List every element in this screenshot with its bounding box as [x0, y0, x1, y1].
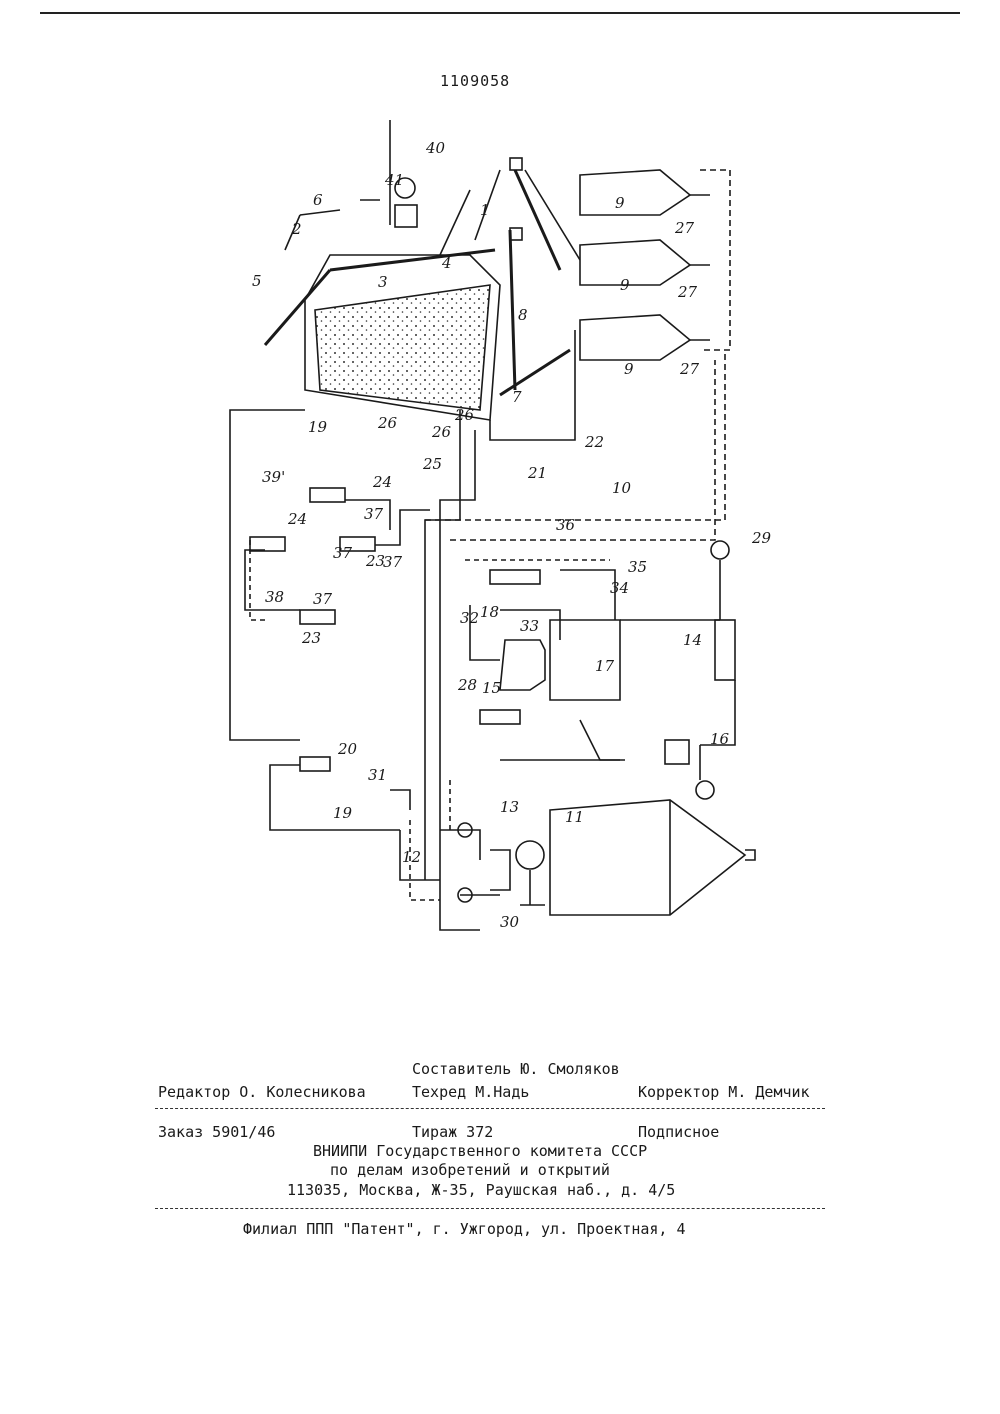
compiler: Составитель Ю. Смоляков: [412, 1060, 620, 1078]
address: 113035, Москва, Ж-35, Раушская наб., д. …: [287, 1181, 675, 1199]
branch: Филиал ППП "Патент", г. Ужгород, ул. Про…: [243, 1220, 686, 1238]
corrector: Корректор М. Демчик: [638, 1083, 810, 1101]
circulation: Тираж 372: [412, 1123, 493, 1141]
org-line-1: ВНИИПИ Государственного комитета СССР: [313, 1142, 647, 1160]
order: Заказ 5901/46: [158, 1123, 275, 1141]
dash-rule-2: [155, 1208, 825, 1209]
dash-rule-1: [155, 1108, 825, 1109]
editor: Редактор О. Колесникова: [158, 1083, 366, 1101]
subscription: Подписное: [638, 1123, 719, 1141]
techred: Техред М.Надь: [412, 1083, 529, 1101]
org-line-2: по делам изобретений и открытий: [330, 1161, 610, 1179]
